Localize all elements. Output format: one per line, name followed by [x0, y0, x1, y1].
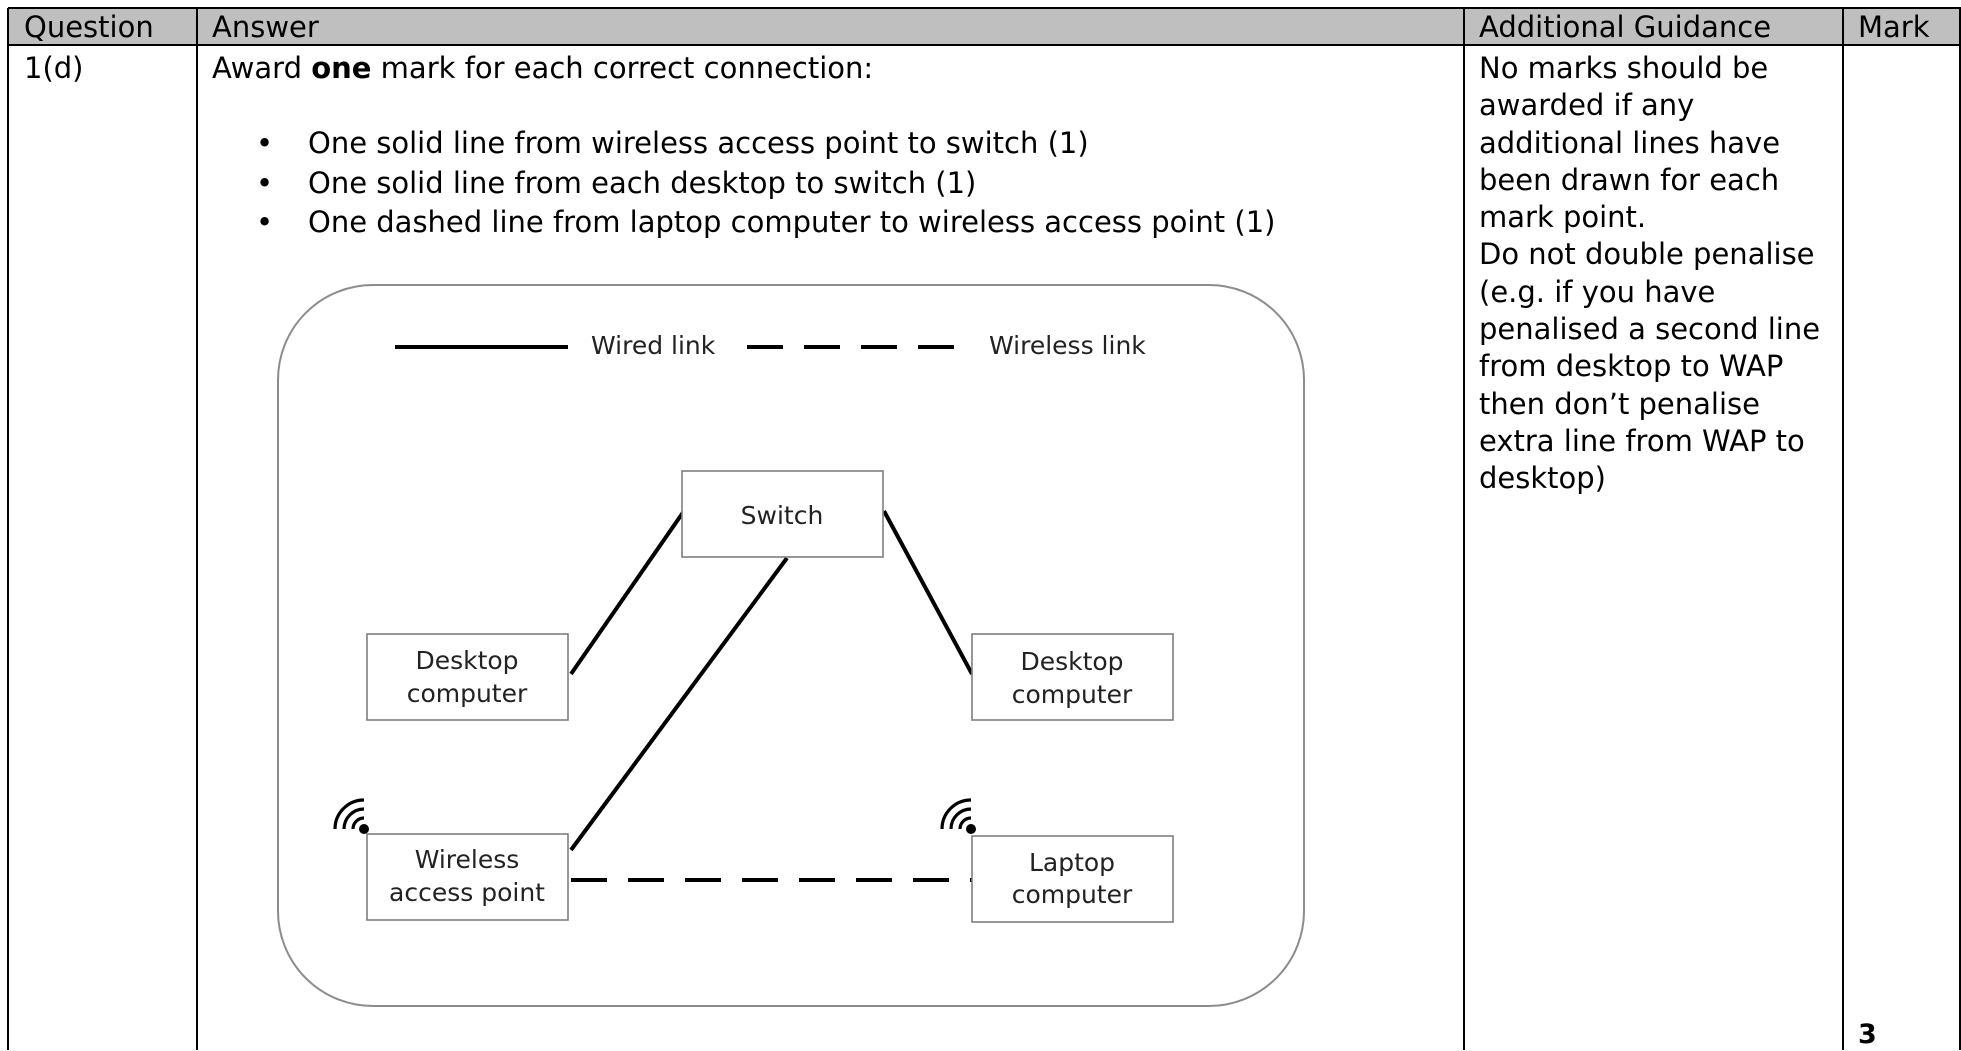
wap-label-line1: Wireless	[415, 845, 520, 874]
network-diagram: Wired link Wireless link Switch Desktop …	[277, 284, 1305, 1007]
table-top-border	[8, 7, 1961, 9]
header-divider	[8, 44, 1961, 46]
desktop-left-label-line1: Desktop	[415, 646, 518, 675]
col-border-right	[1959, 8, 1961, 1050]
header-row	[8, 8, 1961, 45]
col-border-left	[7, 8, 9, 1050]
laptop-label-line1: Laptop	[1029, 848, 1115, 877]
wap-node	[366, 833, 569, 921]
question-number: 1(d)	[24, 51, 84, 85]
answer-intro: Award one mark for each correct connecti…	[212, 50, 873, 87]
header-guidance: Additional Guidance	[1479, 10, 1772, 44]
answer-intro-post: mark for each correct connection:	[371, 51, 874, 85]
link-desktop-left-switch	[569, 509, 686, 676]
wap-label-line2: access point	[389, 878, 545, 907]
guidance-paragraph: No marks should be awarded if any additi…	[1479, 51, 1781, 235]
answer-intro-bold: one	[311, 51, 372, 85]
diagram-frame	[277, 284, 1305, 1007]
list-item: One solid line from each desktop to swit…	[212, 164, 1275, 204]
col-border-answer	[1463, 8, 1465, 1050]
desktop-left-label-line2: computer	[407, 679, 528, 708]
answer-bullet-list: One solid line from wireless access poin…	[212, 124, 1275, 243]
wifi-icon	[940, 798, 976, 834]
desktop-left-node	[366, 633, 569, 721]
switch-label: Switch	[741, 501, 824, 530]
laptop-node	[971, 835, 1174, 923]
col-border-guidance	[1842, 8, 1844, 1050]
guidance-paragraph: Do not double penalise (e.g. if you have…	[1479, 237, 1821, 496]
list-item: One solid line from wireless access poin…	[212, 124, 1275, 164]
additional-guidance: No marks should be awarded if any additi…	[1479, 50, 1839, 498]
header-mark: Mark	[1858, 10, 1930, 44]
list-item: One dashed line from laptop computer to …	[212, 203, 1275, 243]
desktop-right-node	[971, 633, 1174, 721]
link-switch-wap	[569, 556, 789, 852]
link-switch-desktop-right	[882, 510, 974, 675]
legend-wired-label: Wired link	[591, 331, 716, 360]
answer-intro-pre: Award	[212, 51, 312, 85]
switch-node	[681, 470, 884, 558]
col-border-question	[196, 8, 198, 1050]
desktop-right-label-line2: computer	[1012, 680, 1133, 709]
laptop-label-line2: computer	[1012, 880, 1133, 909]
header-answer: Answer	[212, 10, 319, 44]
desktop-right-label-line1: Desktop	[1020, 647, 1123, 676]
wifi-icon	[333, 798, 369, 834]
legend-wireless-label: Wireless link	[989, 331, 1146, 360]
header-question: Question	[24, 10, 154, 44]
mark-value: 3	[1858, 1019, 1877, 1050]
